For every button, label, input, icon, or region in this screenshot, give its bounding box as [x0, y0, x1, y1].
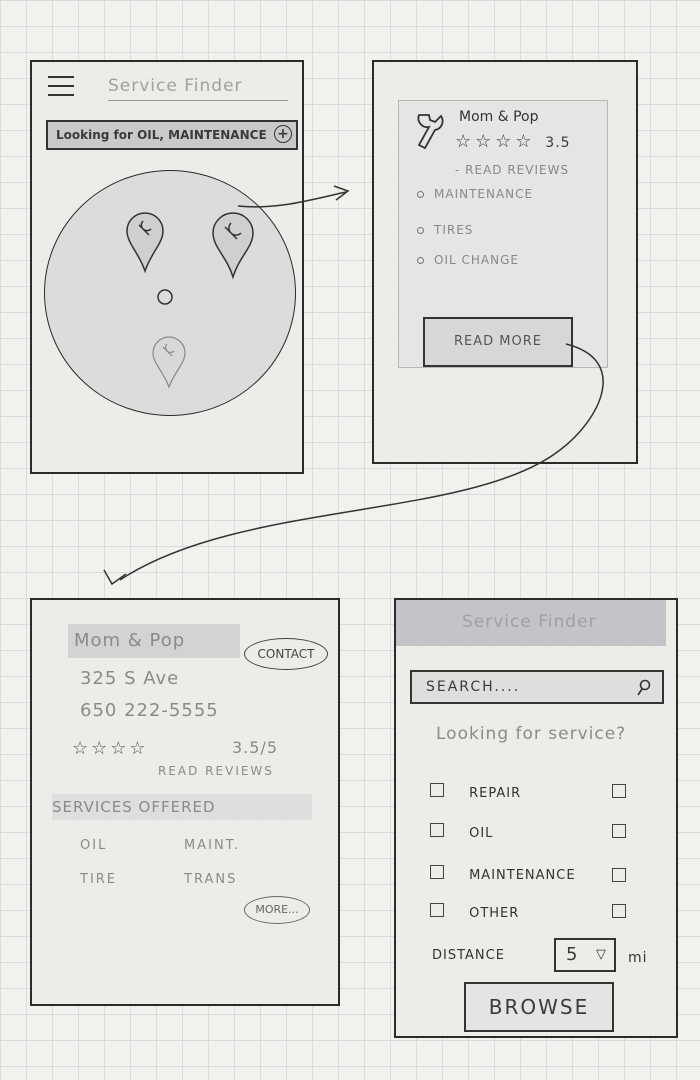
distance-value: 5 — [566, 944, 578, 965]
checkbox-left[interactable] — [430, 783, 444, 797]
service-item: MAINT. — [184, 838, 241, 853]
read-reviews-link[interactable]: READ REVIEWS — [158, 764, 274, 778]
question-text: Looking for service? — [436, 724, 627, 744]
browse-button[interactable]: BROWSE — [464, 982, 614, 1032]
option-label: REPAIR — [469, 786, 522, 801]
contact-button[interactable]: CONTACT — [244, 638, 328, 670]
map-pins — [126, 212, 254, 389]
star-icon: ☆ — [475, 131, 496, 152]
plus-icon[interactable]: + — [274, 125, 292, 143]
detail-screen: Mom & Pop CONTACT 325 S Ave 650 222-5555… — [30, 598, 340, 1006]
search-bar[interactable]: Looking for OIL, MAINTENANCE + — [46, 120, 298, 150]
menu-icon[interactable] — [48, 76, 74, 98]
search-placeholder: SEARCH.... — [426, 679, 521, 695]
star-rating: ☆☆☆☆ — [72, 738, 149, 759]
star-icon: ☆ — [495, 131, 516, 152]
arrow-head-icon — [103, 569, 127, 586]
service-item: TIRE — [80, 872, 118, 887]
option-label: MAINTENANCE — [469, 868, 576, 883]
checkbox-right[interactable] — [612, 824, 626, 838]
more-button[interactable]: MORE... — [244, 896, 310, 924]
option-row[interactable]: OTHER — [430, 902, 630, 921]
search-screen: Service Finder SEARCH.... Looking for se… — [394, 598, 678, 1038]
star-icon: ☆ — [455, 131, 476, 152]
option-row[interactable]: REPAIR — [430, 782, 630, 801]
distance-label: DISTANCE — [432, 948, 505, 963]
app-title: Service Finder — [108, 76, 288, 101]
shop-popup[interactable]: Mom & Pop ☆☆☆☆ 3.5 - READ REVIEWS MAINTE… — [398, 100, 608, 368]
service-item: OIL CHANGE — [417, 253, 519, 267]
search-input[interactable]: SEARCH.... — [410, 670, 664, 704]
rating-value: 3.5 — [545, 135, 571, 151]
shop-phone: 650 222-5555 — [80, 700, 219, 721]
location-dot-icon — [157, 289, 173, 305]
shop-name: Mom & Pop — [459, 109, 539, 125]
checkbox-right[interactable] — [612, 904, 626, 918]
shop-address: 325 S Ave — [80, 668, 180, 689]
star-icon: ☆ — [515, 131, 536, 152]
wrench-pin-icon[interactable] — [212, 212, 254, 280]
checkbox-right[interactable] — [612, 868, 626, 882]
option-label: OIL — [469, 826, 494, 841]
read-reviews-link[interactable]: - READ REVIEWS — [455, 163, 570, 177]
option-row[interactable]: MAINTENANCE — [430, 864, 630, 883]
star-icon: ☆ — [91, 738, 111, 759]
search-icon[interactable] — [636, 679, 652, 697]
rating-value: 3.5/5 — [232, 738, 279, 757]
chevron-down-icon: ▽ — [596, 947, 606, 962]
app-header: Service Finder — [396, 600, 666, 646]
read-more-button[interactable]: READ MORE — [423, 317, 573, 367]
option-row[interactable]: OIL — [430, 822, 630, 841]
star-icon: ☆ — [129, 738, 149, 759]
popup-screen: Mom & Pop ☆☆☆☆ 3.5 - READ REVIEWS MAINTE… — [372, 60, 638, 464]
option-label: OTHER — [469, 906, 520, 921]
service-item: TIRES — [417, 223, 473, 237]
checkbox-left[interactable] — [430, 823, 444, 837]
service-item: OIL — [80, 838, 108, 853]
wrench-icon — [417, 114, 444, 150]
checkbox-left[interactable] — [430, 865, 444, 879]
map-view[interactable] — [44, 170, 296, 416]
service-item: MAINTENANCE — [417, 187, 533, 201]
app-title: Service Finder — [462, 612, 597, 632]
star-rating: ☆☆☆☆ 3.5 — [455, 131, 571, 152]
star-icon: ☆ — [72, 738, 92, 759]
service-item: TRANS — [184, 872, 238, 887]
checkbox-left[interactable] — [430, 903, 444, 917]
services-heading: SERVICES OFFERED — [52, 794, 312, 820]
search-text: Looking for OIL, MAINTENANCE — [56, 128, 267, 142]
wrench-pin-icon[interactable] — [126, 212, 164, 274]
arrow-head-icon — [333, 185, 350, 201]
map-screen: Service Finder Looking for OIL, MAINTENA… — [30, 60, 304, 474]
distance-select[interactable]: 5 ▽ — [554, 938, 616, 972]
shop-name: Mom & Pop — [68, 624, 240, 658]
star-icon: ☆ — [110, 738, 130, 759]
distance-unit: mi — [628, 950, 648, 966]
checkbox-right[interactable] — [612, 784, 626, 798]
wrench-pin-icon[interactable] — [152, 336, 186, 389]
